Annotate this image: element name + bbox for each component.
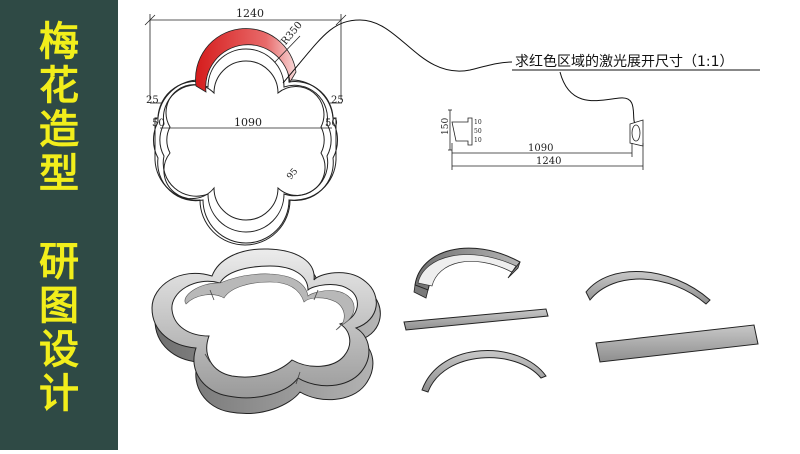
section-dim-c: 10: [474, 137, 482, 144]
dim-inner-width: 1090: [234, 116, 262, 129]
section-dim-outer: 1240: [536, 156, 561, 167]
arc-strip-bottom: [421, 350, 547, 393]
dim-radius: R350: [279, 20, 305, 47]
dim-left-gap: 25: [146, 95, 159, 106]
red-highlight-arc: [195, 28, 297, 93]
arc-strip-top: [585, 270, 711, 305]
section-left-profile: [451, 117, 473, 146]
title-research-design: 研图设计: [39, 239, 79, 417]
section-view: [448, 109, 644, 170]
plan-lobes-mid: [159, 48, 332, 233]
flat-strip-right: [595, 324, 759, 363]
section-dim-a: 10: [474, 119, 482, 126]
dim-right-offset: 50: [325, 118, 338, 129]
dim-ring-width: 95: [285, 167, 300, 182]
dim-left-offset: 50: [152, 118, 165, 129]
drawing-canvas: 1240 R350 25 25 50 50 1090 95 求红色区域的激光展开…: [118, 0, 800, 450]
dim-top-width: 1240: [236, 7, 264, 20]
callout-leader-right: [559, 71, 637, 126]
arc-channel-piece: [413, 247, 521, 299]
sidebar: 梅花造型 研图设计: [0, 0, 118, 450]
plan-dimensions: [144, 14, 347, 129]
section-dim-b: 50: [474, 128, 482, 135]
plan-outer-outline: [154, 34, 337, 246]
flat-strip-left: [403, 308, 549, 331]
quatrefoil-3d-frame: [151, 248, 381, 414]
callout-leader-left: [282, 19, 513, 84]
section-dim-height: 150: [441, 118, 451, 135]
frame-inner-wall: [184, 273, 355, 331]
title-plum-shape: 梅花造型: [39, 19, 79, 197]
technical-drawing: 1240 R350 25 25 50 50 1090 95 求红色区域的激光展开…: [144, 7, 760, 414]
plan-lobes-inner: [163, 60, 326, 221]
plan-view: [152, 34, 339, 246]
section-dim-inner: 1090: [528, 143, 553, 154]
callout-text: 求红色区域的激光展开尺寸（1:1）: [515, 53, 734, 70]
dim-right-gap: 25: [331, 95, 344, 106]
plan-lobes-outer: [152, 38, 339, 244]
